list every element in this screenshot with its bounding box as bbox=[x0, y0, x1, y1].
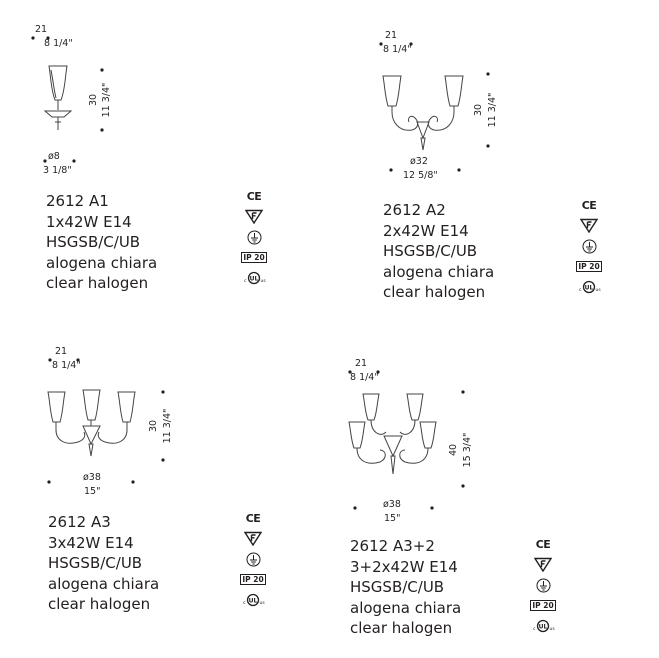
product-a2: 21 8 1/4" 30 11 3/4" ø32 12 5/8" 2612 A2… bbox=[357, 22, 647, 332]
finish-codes: HSGSB/C/UB bbox=[350, 578, 445, 596]
ground-icon bbox=[528, 575, 558, 596]
ground-icon bbox=[574, 236, 604, 257]
desc-english: clear halogen bbox=[350, 619, 453, 637]
svg-text:UL: UL bbox=[585, 285, 594, 292]
ce-mark-icon: CE bbox=[245, 511, 261, 525]
spec-a3p2: 2612 A3+2 3+2x42W E14 HSGSB/C/UB alogena… bbox=[350, 536, 461, 639]
ce-mark-icon: CE bbox=[246, 189, 262, 203]
svg-text:c: c bbox=[579, 288, 582, 293]
width-cm-a1: ø8 bbox=[48, 151, 60, 162]
finish-codes: HSGSB/C/UB bbox=[383, 242, 478, 260]
svg-text:us: us bbox=[260, 601, 266, 606]
desc-english: clear halogen bbox=[46, 274, 149, 292]
height-cm-a3p2: 40 bbox=[448, 444, 459, 456]
width-in-a1: 3 1/8" bbox=[43, 165, 72, 176]
width-in-a3: 15" bbox=[84, 486, 100, 497]
spec-a2: 2612 A2 2x42W E14 HSGSB/C/UB alogena chi… bbox=[383, 200, 494, 303]
ce-mark-icon: CE bbox=[535, 537, 551, 551]
product-code: 2612 A2 bbox=[383, 201, 446, 219]
svg-text:UL: UL bbox=[539, 624, 548, 631]
finish-codes: HSGSB/C/UB bbox=[46, 233, 141, 251]
ground-icon bbox=[238, 549, 268, 570]
depth-cm-a2: 21 bbox=[385, 30, 397, 41]
height-cm-a1: 30 bbox=[88, 94, 99, 106]
depth-in-a1: 8 1/4" bbox=[44, 38, 73, 49]
sketch-a2: 21 8 1/4" 30 11 3/4" ø32 12 5/8" bbox=[379, 30, 498, 181]
lamp-spec: 1x42W E14 bbox=[46, 212, 132, 231]
height-in-a1: 11 3/4" bbox=[101, 83, 112, 118]
width-cm-a2: ø32 bbox=[410, 156, 428, 167]
svg-text:UL: UL bbox=[249, 598, 258, 605]
svg-text:UL: UL bbox=[250, 276, 259, 283]
spec-a3: 2612 A3 3x42W E14 HSGSB/C/UB alogena chi… bbox=[48, 512, 159, 615]
f-mark-icon bbox=[238, 529, 268, 550]
product-code: 2612 A1 bbox=[46, 192, 109, 210]
depth-cm-a1: 21 bbox=[35, 24, 47, 35]
desc-english: clear halogen bbox=[48, 595, 151, 613]
lamp-spec: 2x42W E14 bbox=[383, 221, 469, 240]
sketch-a3p2: 21 8 1/4" 40 15 3/4" ø38 15" bbox=[348, 358, 473, 522]
svg-text:c: c bbox=[533, 627, 536, 632]
ce-mark-icon: CE bbox=[581, 198, 597, 212]
svg-text:us: us bbox=[596, 288, 602, 293]
f-mark-icon bbox=[574, 216, 604, 237]
width-in-a3p2: 15" bbox=[384, 513, 400, 522]
svg-text:us: us bbox=[550, 627, 556, 632]
height-in-a3p2: 15 3/4" bbox=[462, 433, 473, 468]
width-cm-a3: ø38 bbox=[83, 472, 101, 483]
finish-codes: HSGSB/C/UB bbox=[48, 554, 143, 572]
spec-a1: 2612 A1 1x42W E14 HSGSB/C/UB alogena chi… bbox=[46, 191, 157, 294]
depth-cm-a3p2: 21 bbox=[355, 358, 367, 369]
desc-italian: alogena chiara bbox=[383, 262, 495, 281]
product-code: 2612 A3 bbox=[48, 513, 111, 531]
depth-in-a3p2: 8 1/4" bbox=[350, 372, 379, 383]
product-code: 2612 A3+2 bbox=[350, 537, 435, 555]
sketch-a3: 21 8 1/4" 30 11 3/4" ø38 15" bbox=[47, 346, 173, 497]
depth-in-a2: 8 1/4" bbox=[383, 44, 412, 55]
width-in-a2: 12 5/8" bbox=[403, 170, 438, 181]
f-mark-icon bbox=[528, 555, 558, 576]
ip20-badge: IP 20 bbox=[574, 257, 604, 278]
product-a1: 21 8 1/4" 30 11 3/4" ø8 3 1/8" 2612 A1 1… bbox=[20, 18, 310, 328]
ip20-badge: IP 20 bbox=[238, 570, 268, 591]
width-cm-a3p2: ø38 bbox=[383, 499, 401, 510]
svg-text:us: us bbox=[261, 279, 267, 284]
depth-in-a3: 8 1/4" bbox=[52, 360, 81, 371]
ip20-badge: IP 20 bbox=[528, 596, 558, 617]
height-in-a3: 11 3/4" bbox=[162, 409, 173, 444]
desc-italian: alogena chiara bbox=[350, 598, 462, 617]
height-cm-a2: 30 bbox=[473, 104, 484, 116]
ground-icon bbox=[239, 227, 269, 248]
sketch-a1: 21 8 1/4" 30 11 3/4" ø8 3 1/8" bbox=[31, 24, 112, 176]
height-in-a2: 11 3/4" bbox=[487, 93, 498, 128]
product-a3: 21 8 1/4" 30 11 3/4" ø38 15" 2612 A3 3x4… bbox=[20, 340, 310, 650]
svg-text:c: c bbox=[243, 601, 246, 606]
desc-italian: alogena chiara bbox=[46, 253, 158, 272]
desc-italian: alogena chiara bbox=[48, 574, 160, 593]
ip20-badge: IP 20 bbox=[239, 248, 269, 269]
desc-english: clear halogen bbox=[383, 283, 486, 301]
f-mark-icon bbox=[239, 207, 269, 228]
svg-text:c: c bbox=[244, 279, 247, 284]
product-a3p2: 21 8 1/4" 40 15 3/4" ø38 15" 2612 A3+2 3… bbox=[328, 352, 648, 652]
lamp-spec: 3+2x42W E14 bbox=[350, 557, 458, 576]
height-cm-a3: 30 bbox=[148, 420, 159, 432]
depth-cm-a3: 21 bbox=[55, 346, 67, 357]
lamp-spec: 3x42W E14 bbox=[48, 533, 134, 552]
